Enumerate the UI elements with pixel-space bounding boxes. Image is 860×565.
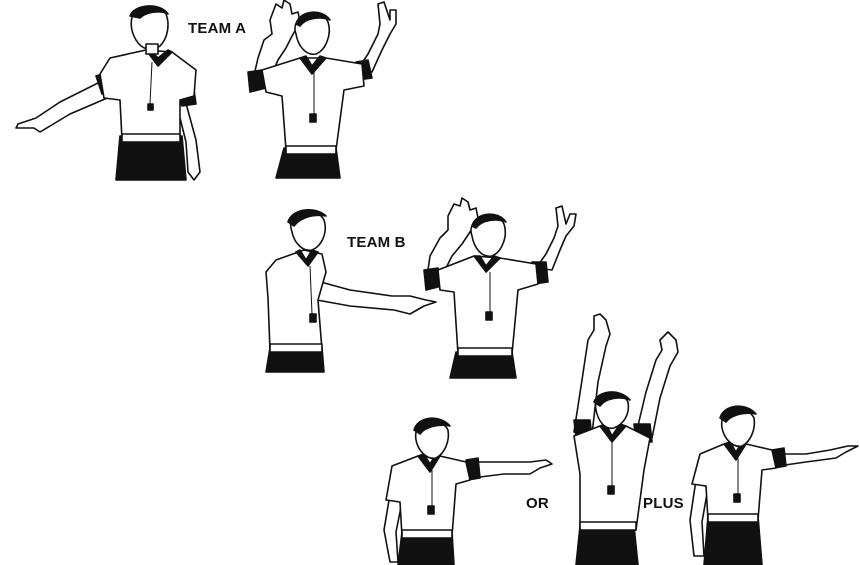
referee-pointing-icon [383,417,553,565]
referee-pointing-icon [15,5,201,181]
referee-pointing-icon [265,209,437,373]
referee-signal-icon [247,0,397,179]
team-a-label: TEAM A [188,20,247,37]
or-label: OR [526,495,549,512]
team-b-label: TEAM B [347,234,406,251]
plus-label: PLUS [643,495,684,512]
referee-pointing-icon [689,405,859,565]
referee-signal-icon [423,197,577,379]
referee-thumbs-up-icon [573,313,679,565]
